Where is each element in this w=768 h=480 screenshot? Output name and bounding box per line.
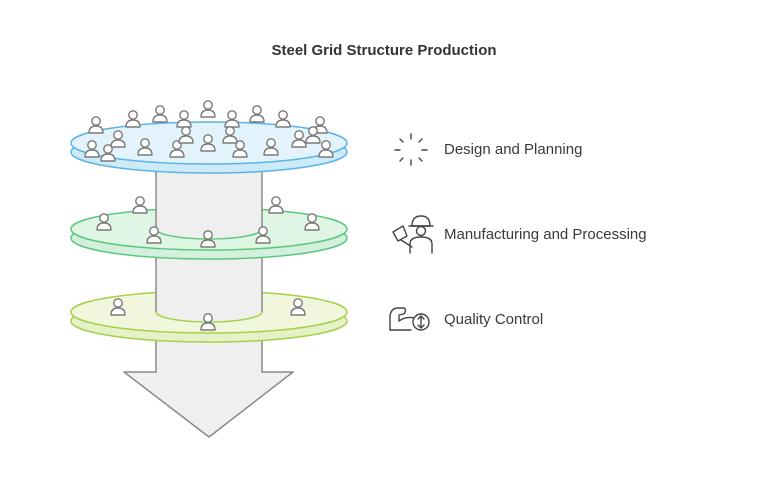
flow-arrow: [123, 334, 294, 438]
column-upper: [155, 168, 263, 240]
stage-label-manufacturing: Manufacturing and Processing: [444, 226, 647, 243]
strength-icon: [389, 307, 430, 331]
stage-label-design: Design and Planning: [444, 141, 583, 158]
diagram-title: Steel Grid Structure Production: [271, 42, 497, 59]
stage-label-quality: Quality Control: [444, 311, 544, 328]
worker-icon: [392, 215, 434, 254]
column-lower: [155, 252, 263, 323]
sparkle-icon: [394, 133, 428, 166]
